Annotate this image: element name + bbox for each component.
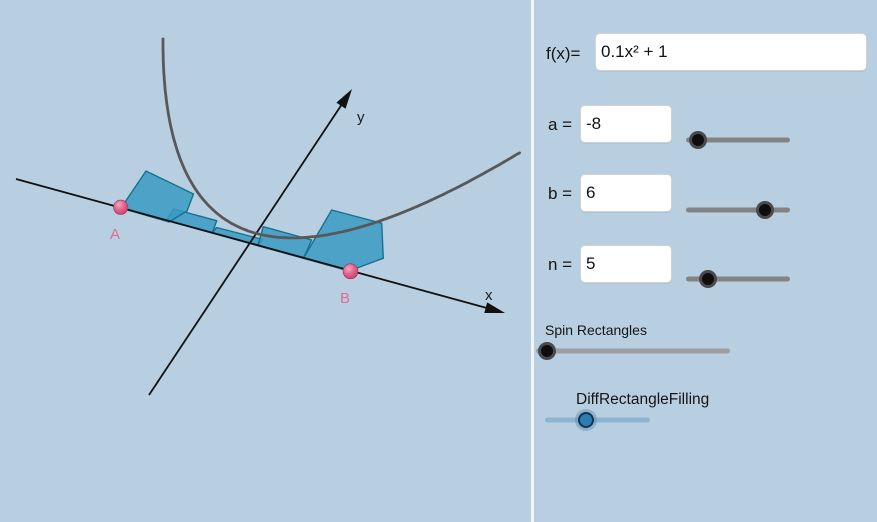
b-slider-track[interactable] (686, 207, 790, 213)
diff-rectangle-filling-label: DiffRectangleFilling (576, 391, 710, 408)
a-input[interactable] (580, 105, 672, 143)
spin-rectangles-slider[interactable] (536, 342, 730, 360)
b-slider[interactable] (686, 201, 790, 219)
spin-rectangles-label: Spin Rectangles (545, 322, 647, 338)
point-B-label: B (340, 290, 350, 307)
n-slider[interactable] (686, 270, 790, 288)
riemann-rectangle[interactable] (211, 226, 264, 247)
spin-slider-track[interactable] (536, 348, 730, 354)
n-input[interactable] (580, 245, 672, 283)
riemann-rectangle[interactable] (120, 170, 195, 223)
a-label: a = (548, 115, 573, 134)
point-B[interactable] (342, 263, 359, 280)
axis-y-line (148, 101, 344, 396)
b-input[interactable] (580, 174, 672, 212)
graphics-view[interactable]: x yA B (0, 0, 531, 522)
diff-slider-track[interactable] (545, 417, 650, 423)
a-slider-knob[interactable] (688, 131, 707, 149)
axis-x-label: x (485, 287, 493, 304)
point-A[interactable] (113, 199, 129, 215)
spin-slider-knob[interactable] (538, 342, 557, 360)
panel-divider (531, 0, 534, 522)
axis-y-label: y (357, 109, 365, 126)
a-slider-track[interactable] (686, 137, 790, 143)
a-slider[interactable] (686, 131, 790, 149)
axis-y-arrowhead (336, 89, 352, 109)
function-curve[interactable] (161, 37, 521, 240)
function-input[interactable] (595, 33, 867, 71)
diff-rectangle-filling-slider[interactable] (545, 412, 650, 428)
n-label: n = (548, 255, 573, 274)
b-slider-knob[interactable] (756, 201, 775, 219)
function-label: f(x)= (546, 44, 581, 63)
diff-slider-knob[interactable] (577, 412, 594, 428)
n-slider-knob[interactable] (699, 270, 718, 288)
point-A-label: A (110, 226, 120, 243)
n-slider-track[interactable] (686, 276, 790, 282)
axis-x-arrowhead (484, 302, 505, 314)
axis-x-line (15, 178, 490, 310)
b-label: b = (548, 184, 573, 203)
